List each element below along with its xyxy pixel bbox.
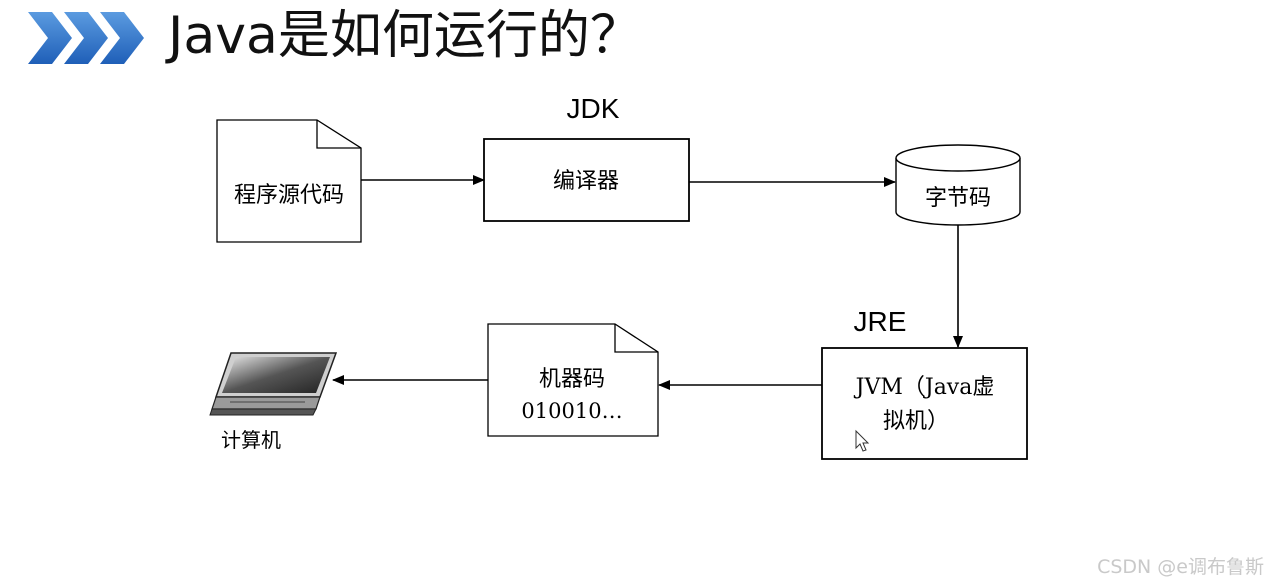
compiler-box: 编译器 [483, 138, 690, 222]
compiler-label: 编译器 [553, 169, 619, 194]
chevron-arrows-icon [28, 12, 144, 64]
jvm-label-line2: 拟机） [883, 409, 949, 434]
jvm-box: JVM（Java虚 拟机） [821, 347, 1028, 460]
laptop-icon [209, 352, 338, 416]
machine-code-document: 机器码 010010… [487, 323, 659, 437]
page-title: Java是如何运行的？ [168, 6, 642, 66]
jdk-label: JDK [567, 93, 620, 124]
machine-code-label-line2: 010010… [521, 399, 622, 423]
bytecode-label: 字节码 [925, 186, 991, 211]
bytecode-cylinder: 字节码 [895, 144, 1021, 226]
jre-label: JRE [854, 306, 907, 337]
jvm-label-line1: JVM（Java虚 [854, 375, 995, 400]
source-code-document: 程序源代码 [216, 119, 362, 243]
mouse-cursor-icon [855, 429, 870, 452]
machine-code-label-line1: 机器码 [539, 367, 605, 392]
computer-label: 计算机 [221, 429, 281, 452]
source-code-label: 程序源代码 [234, 183, 344, 208]
watermark: CSDN @e调布鲁斯 [1097, 556, 1264, 578]
